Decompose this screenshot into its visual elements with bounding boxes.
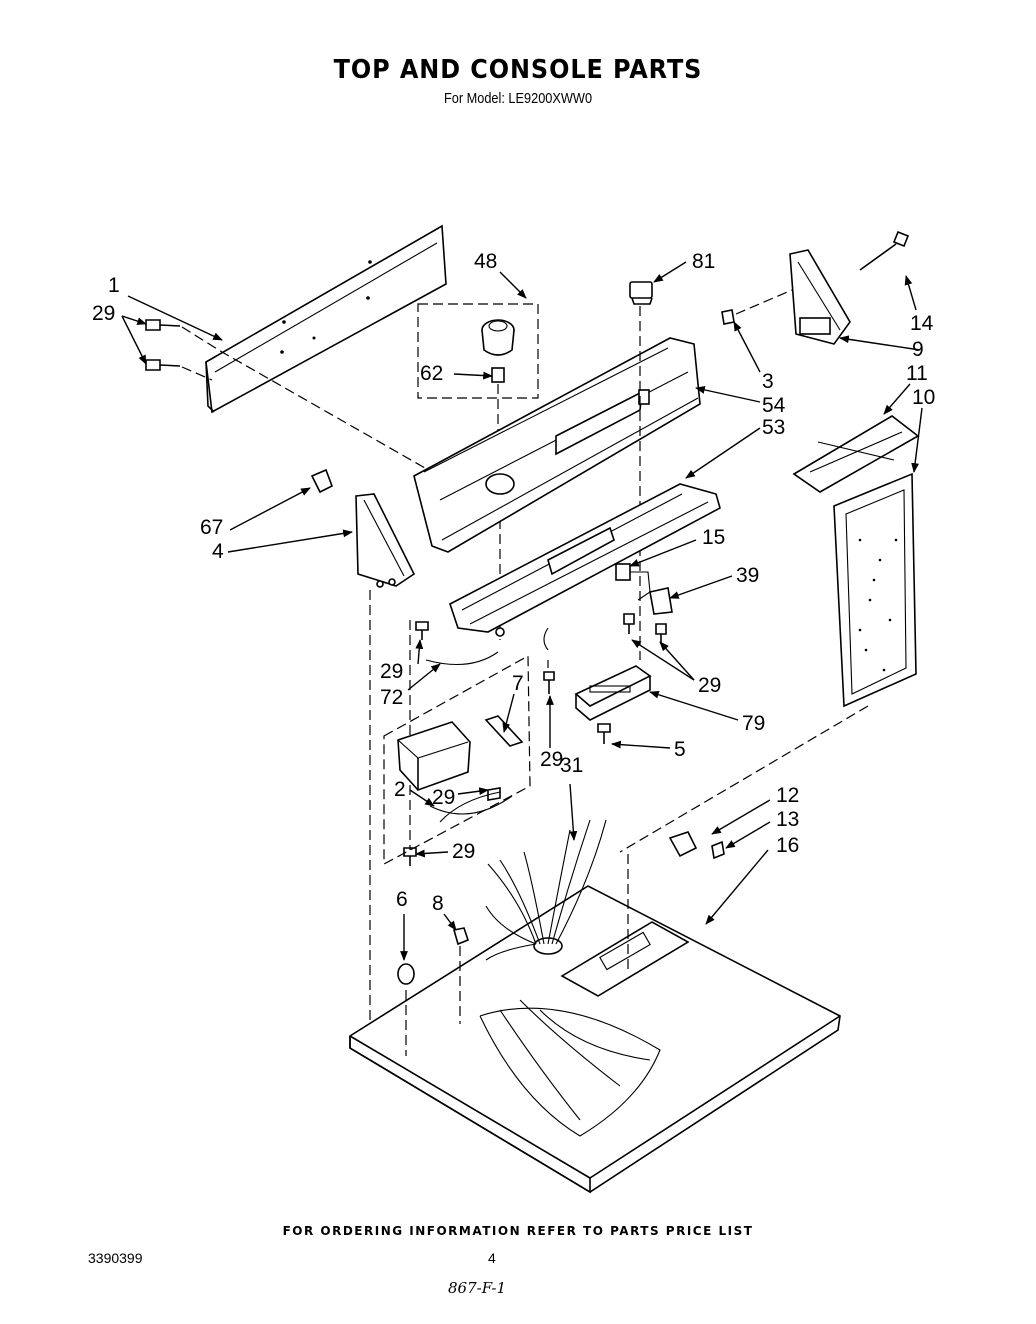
callout-48: 48 <box>474 250 497 273</box>
control-module <box>574 665 652 721</box>
callout-11: 11 <box>906 362 928 385</box>
callout-2: 2 <box>394 778 406 801</box>
console-screw <box>721 309 735 325</box>
hinge-bracket <box>789 249 851 345</box>
callout-3: 3 <box>762 370 774 393</box>
switch <box>615 563 651 601</box>
callout-54: 54 <box>762 394 786 417</box>
page-number: 4 <box>488 1250 496 1266</box>
foot-plug <box>397 963 415 985</box>
console-rear-channel <box>449 483 721 637</box>
callout-12: 12 <box>776 784 799 807</box>
callout-53: 53 <box>762 416 785 439</box>
callout-72: 72 <box>380 686 403 709</box>
callout-62: 62 <box>420 362 443 385</box>
callout-81: 81 <box>692 250 715 273</box>
push-button <box>629 281 653 305</box>
hinge-clip <box>668 831 698 858</box>
callout-7: 7 <box>512 672 524 695</box>
timer-knob-group <box>417 303 539 399</box>
callout-numbers: 1 29 48 81 14 62 3 9 54 11 10 53 67 4 15… <box>92 250 935 915</box>
dryer-top-cabinet <box>349 885 841 1194</box>
motor-assembly-group <box>383 654 531 866</box>
callout-14: 14 <box>910 312 934 335</box>
callout-13: 13 <box>776 808 799 831</box>
lint-screen-housing <box>833 472 917 708</box>
callout-29: 29 <box>432 786 455 809</box>
end-cap-clip <box>310 468 334 494</box>
callout-29: 29 <box>698 674 721 697</box>
callout-4: 4 <box>212 540 224 563</box>
wiring-harness <box>479 819 661 1137</box>
callout-9: 9 <box>912 338 924 361</box>
control-console-panel <box>413 337 701 553</box>
callout-15: 15 <box>702 526 725 549</box>
rear-bracket <box>205 224 447 414</box>
callout-29: 29 <box>380 660 403 683</box>
handwritten-note: 867-F-1 <box>448 1279 507 1297</box>
ordering-note: FOR ORDERING INFORMATION REFER TO PARTS … <box>282 1224 754 1238</box>
callout-leaders <box>121 261 923 961</box>
bracket-screws <box>145 319 181 371</box>
callout-1: 1 <box>108 274 120 297</box>
document-number: 3390399 <box>88 1250 143 1266</box>
wire-clip <box>452 927 469 946</box>
callout-8: 8 <box>432 892 444 915</box>
model-line: For Model: LE9200XWW0 <box>443 90 593 107</box>
callout-16: 16 <box>776 834 799 857</box>
callout-6: 6 <box>396 888 408 911</box>
callout-67: 67 <box>200 516 223 539</box>
hinge-screw <box>859 230 910 271</box>
callout-79: 79 <box>742 712 765 735</box>
callout-10: 10 <box>912 386 935 409</box>
callout-29: 29 <box>92 302 115 325</box>
callout-39: 39 <box>736 564 759 587</box>
callout-5: 5 <box>674 738 686 761</box>
page-title: TOP AND CONSOLE PARTS <box>333 55 703 85</box>
hinge-pin-screw <box>711 840 725 860</box>
callout-29: 29 <box>540 748 563 771</box>
panel-screws <box>403 613 667 866</box>
switch-bracket <box>649 587 673 615</box>
console-end-cap <box>355 493 416 588</box>
callout-29: 29 <box>452 840 475 863</box>
callout-31: 31 <box>560 754 583 777</box>
